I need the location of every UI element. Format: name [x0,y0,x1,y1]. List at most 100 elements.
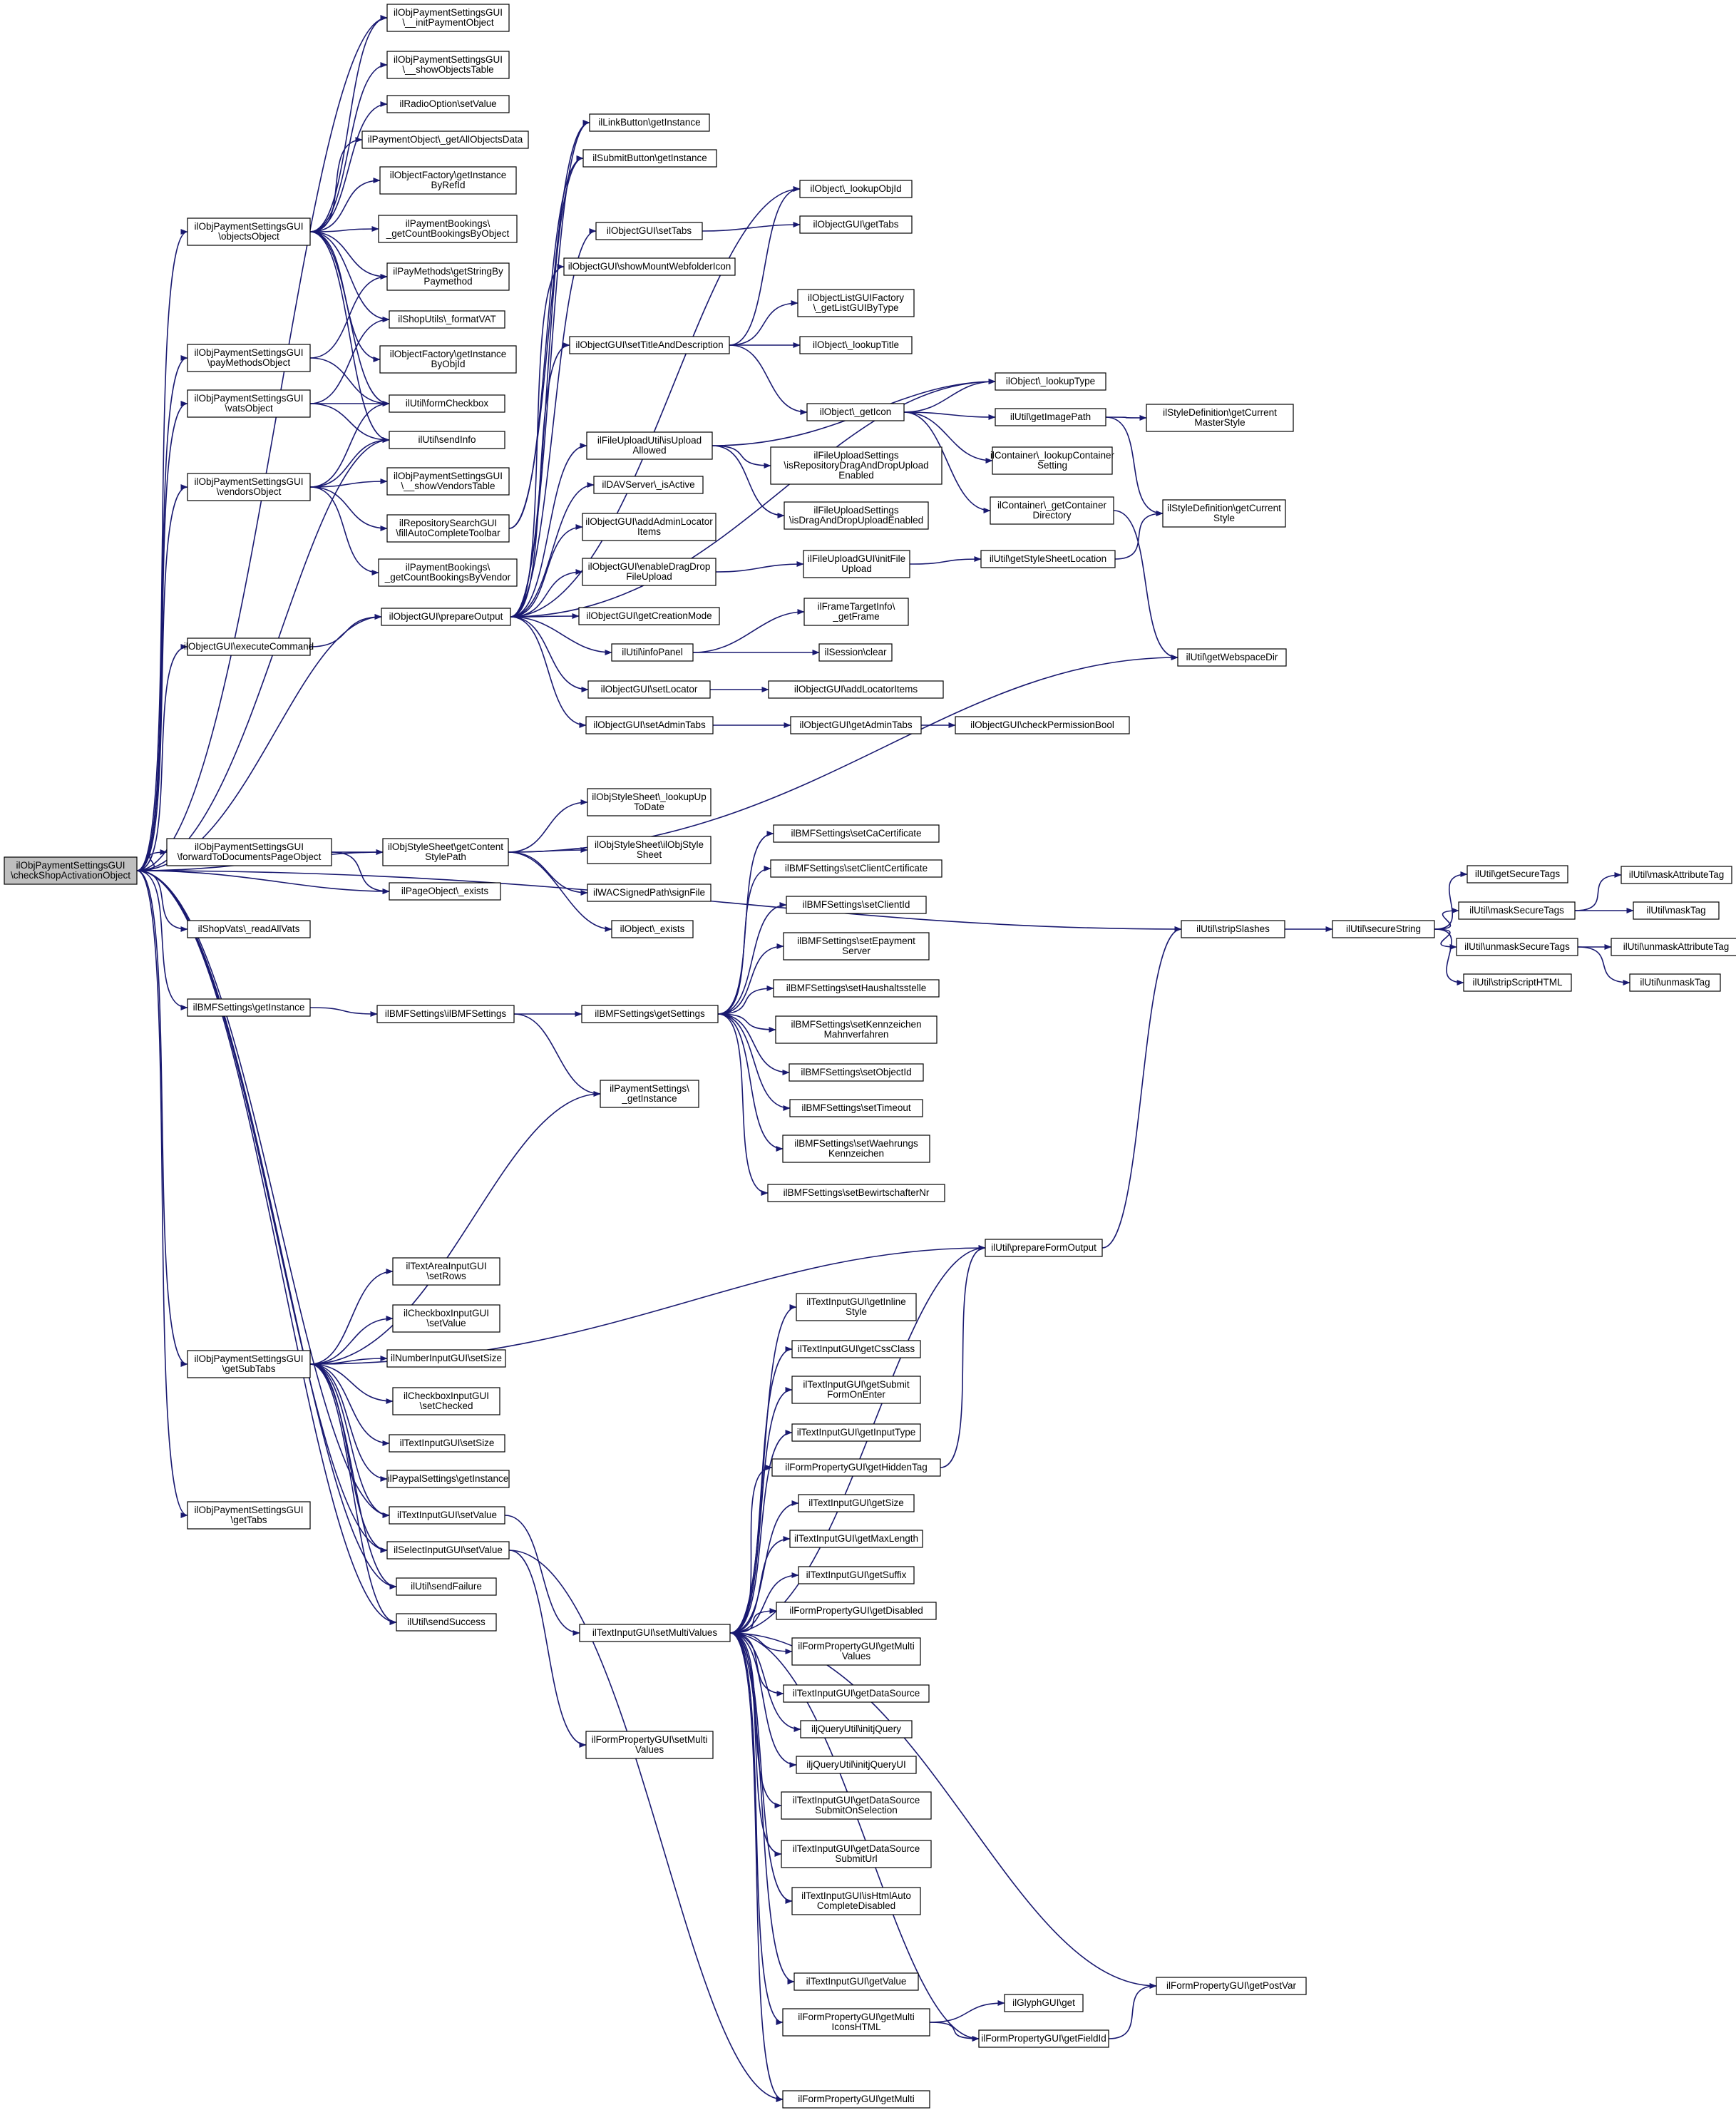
node-get-size[interactable]: ilTextInputGUI\getSize [798,1494,915,1512]
node-text-set-size[interactable]: ilTextInputGUI\setSize [389,1434,505,1453]
node-show-objects-table[interactable]: ilObjPaymentSettingsGUI\__showObjectsTab… [386,51,510,79]
node-object-exists[interactable]: ilObject\_exists [611,920,694,938]
node-lookup-title[interactable]: ilObject\_lookupTitle [799,336,913,354]
node-get-icon[interactable]: ilObject\_getIcon [806,403,905,421]
node-form-set-multi-values[interactable]: ilFormPropertyGUI\setMultiValues [585,1731,714,1759]
node-forward-to-documents-page-object[interactable]: ilObjPaymentSettingsGUI\forwardToDocumen… [166,838,332,866]
node-prepare-form-output[interactable]: ilUtil\prepareFormOutput [985,1239,1103,1257]
node-set-haushaltsstelle[interactable]: ilBMFSettings\setHaushaltsstelle [773,979,940,998]
node-il-obj-style-sheet[interactable]: ilObjStyleSheet\ilObjStyleSheet [587,836,712,864]
node-set-client-id[interactable]: ilBMFSettings\setClientId [786,896,927,914]
node-get-field-id[interactable]: ilFormPropertyGUI\getFieldId [978,2029,1109,2048]
node-glyph-get[interactable]: ilGlyphGUI\get [1004,1994,1084,2012]
node-get-settings[interactable]: ilBMFSettings\getSettings [581,1005,719,1023]
node-add-locator-items[interactable]: ilObjectGUI\addLocatorItems [768,680,944,699]
node-get-disabled[interactable]: ilFormPropertyGUI\getDisabled [776,1602,937,1620]
node-send-failure[interactable]: ilUtil\sendFailure [396,1577,497,1596]
node-session-clear[interactable]: ilSession\clear [818,643,893,662]
node-select-set-value[interactable]: ilSelectInputGUI\setValue [386,1541,510,1560]
node-show-mount-webfolder-icon[interactable]: ilObjectGUI\showMountWebfolderIcon [563,257,736,276]
node-get-css-class[interactable]: ilTextInputGUI\getCssClass [791,1340,921,1358]
node-set-locator[interactable]: ilObjectGUI\setLocator [587,680,711,699]
node-get-admin-tabs[interactable]: ilObjectGUI\getAdminTabs [790,716,922,734]
node-text-set-value[interactable]: ilTextInputGUI\setValue [389,1506,505,1525]
node-checkbox-set-value[interactable]: ilCheckboxInputGUI\setValue [392,1304,500,1333]
node-mask-tag[interactable]: ilUtil\maskTag [1633,901,1720,920]
node-set-multi-values[interactable]: ilTextInputGUI\setMultiValues [579,1624,731,1642]
node-set-tabs[interactable]: ilObjectGUI\setTabs [595,222,703,240]
node-payment-settings-get-instance[interactable]: ilPaymentSettings\_getInstance [600,1080,699,1108]
node-is-html-auto-complete-disabled[interactable]: ilTextInputGUI\isHtmlAutoCompleteDisable… [791,1887,921,1915]
node-form-checkbox[interactable]: ilUtil\formCheckbox [389,394,505,413]
node-mask-attribute-tag[interactable]: ilUtil\maskAttributeTag [1621,866,1732,884]
node-radio-set-value[interactable]: ilRadioOption\setValue [386,95,510,113]
node-is-drag-and-drop-upload-enabled[interactable]: ilFileUploadSettings\isDragAndDropUpload… [784,501,929,530]
node-get-max-length[interactable]: ilTextInputGUI\getMaxLength [789,1530,923,1548]
node-paypal-get-instance[interactable]: ilPaypalSettings\getInstance [386,1470,510,1488]
node-initj-query-ui[interactable]: iljQueryUtil\initjQueryUI [796,1756,917,1774]
node-get-tabs-object-gui[interactable]: ilObjectGUI\getTabs [799,215,913,234]
node-get-list-guiby-type[interactable]: ilObjectListGUIFactory\_getListGUIByType [797,289,915,317]
node-check-shop-activation-object[interactable]: ilObjPaymentSettingsGUI\checkShopActivat… [4,856,138,885]
node-secure-string[interactable]: ilUtil\secureString [1332,920,1435,938]
node-get-image-path[interactable]: ilUtil\getImagePath [995,408,1106,426]
node-get-frame[interactable]: ilFrameTargetInfo\_getFrame [803,598,909,626]
node-vendors-object[interactable]: ilObjPaymentSettingsGUI\vendorsObject [187,473,311,501]
node-is-active[interactable]: ilDAVServer\_isActive [593,476,704,494]
node-get-count-bookings-by-vendor[interactable]: ilPaymentBookings\_getCountBookingsByVen… [378,558,518,587]
node-page-object-exists[interactable]: ilPageObject\_exists [389,882,501,901]
node-get-input-type[interactable]: ilTextInputGUI\getInputType [791,1423,921,1442]
node-send-info[interactable]: ilUtil\sendInfo [389,431,505,449]
node-set-client-certificate[interactable]: ilBMFSettings\setClientCertificate [770,859,943,878]
node-set-object-id[interactable]: ilBMFSettings\setObjectId [789,1063,924,1082]
node-get-post-var[interactable]: ilFormPropertyGUI\getPostVar [1156,1977,1307,1995]
node-submit-button-get-instance[interactable]: ilSubmitButton\getInstance [582,149,717,168]
node-read-all-vats[interactable]: ilShopVats\_readAllVats [187,920,311,938]
node-info-panel[interactable]: ilUtil\infoPanel [611,643,694,662]
node-execute-command[interactable]: ilObjectGUI\executeCommand [184,637,314,656]
node-set-bewirtschafter-nr[interactable]: ilBMFSettings\setBewirtschafterNr [767,1184,945,1202]
node-init-payment-object[interactable]: ilObjPaymentSettingsGUI\__initPaymentObj… [386,4,510,32]
node-mask-secure-tags[interactable]: ilUtil\maskSecureTags [1458,901,1576,920]
node-set-title-and-description[interactable]: ilObjectGUI\setTitleAndDescription [569,336,730,354]
node-set-timeout[interactable]: ilBMFSettings\setTimeout [789,1099,923,1117]
node-get-suffix[interactable]: ilTextInputGUI\getSuffix [798,1566,915,1584]
node-unmask-tag[interactable]: ilUtil\unmaskTag [1629,973,1721,992]
node-vats-object[interactable]: ilObjPaymentSettingsGUI\vatsObject [187,389,311,418]
node-sign-file[interactable]: ilWACSignedPath\signFile [587,884,712,902]
node-number-set-size[interactable]: ilNumberInputGUI\setSize [386,1349,506,1368]
node-bmf-get-instance[interactable]: ilBMFSettings\getInstance [187,998,311,1017]
node-strip-slashes[interactable]: ilUtil\stripSlashes [1181,920,1285,938]
node-lookup-type[interactable]: ilObject\_lookupType [995,372,1106,391]
node-unmask-attribute-tag[interactable]: ilUtil\unmaskAttributeTag [1611,938,1736,956]
node-set-ca-certificate[interactable]: ilBMFSettings\setCaCertificate [773,824,940,843]
node-objects-object[interactable]: ilObjPaymentSettingsGUI\objectsObject [187,217,311,246]
node-get-data-source[interactable]: ilTextInputGUI\getDataSource [783,1684,930,1703]
node-get-creation-mode[interactable]: ilObjectGUI\getCreationMode [578,607,720,625]
node-set-checked[interactable]: ilCheckboxInputGUI\setChecked [392,1387,500,1415]
node-initj-query[interactable]: iljQueryUtil\initjQuery [800,1720,913,1738]
node-pay-methods-object[interactable]: ilObjPaymentSettingsGUI\payMethodsObject [187,344,311,372]
node-prepare-output[interactable]: ilObjectGUI\prepareOutput [381,608,511,626]
node-get-count-bookings-by-object[interactable]: ilPaymentBookings\_getCountBookingsByObj… [378,215,518,243]
node-set-kennzeichen-mahnverfahren[interactable]: ilBMFSettings\setKennzeichenMahnverfahre… [775,1015,938,1044]
node-get-all-objects-data[interactable]: ilPaymentObject\_getAllObjectsData [361,130,529,149]
node-get-data-source-submit-on-selection[interactable]: ilTextInputGUI\getDataSourceSubmitOnSele… [781,1791,932,1820]
